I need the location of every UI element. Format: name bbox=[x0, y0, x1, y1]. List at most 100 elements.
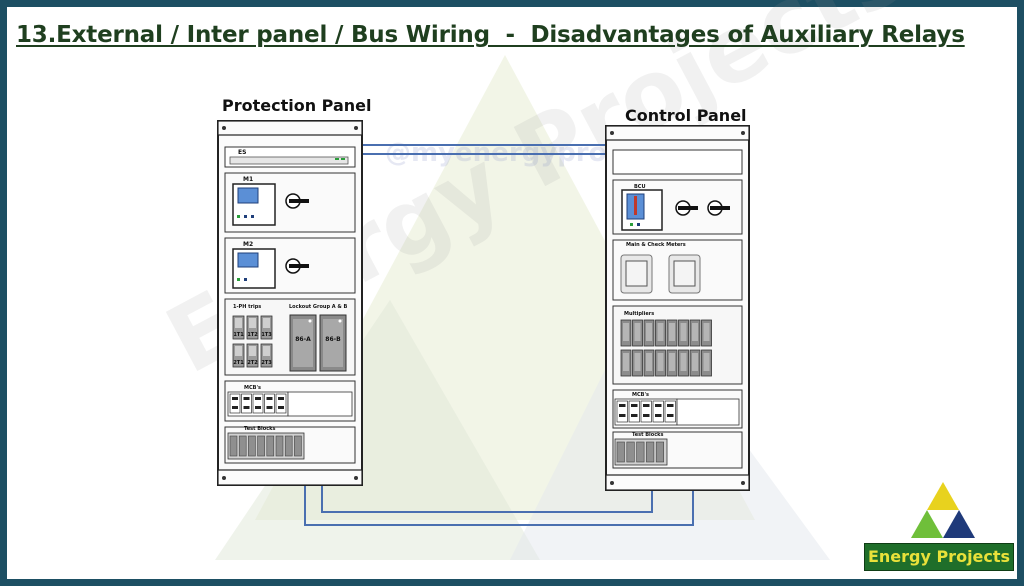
screw-icon bbox=[222, 476, 226, 480]
relay-window-icon bbox=[634, 353, 641, 371]
relay-window-icon bbox=[249, 318, 256, 328]
cp-test-block-units bbox=[614, 438, 668, 466]
relay-window-icon bbox=[263, 318, 270, 328]
es-label: ES bbox=[238, 149, 246, 156]
trip-relay-label: 1T1 bbox=[233, 332, 244, 338]
test-block-unit bbox=[257, 435, 265, 457]
mcb-toggle-icon bbox=[255, 406, 261, 409]
test-block-unit bbox=[238, 435, 247, 457]
relay-window-icon bbox=[657, 323, 664, 341]
status-led-icon bbox=[335, 158, 339, 160]
cp-mcb-units bbox=[616, 400, 676, 423]
mcb-unit bbox=[640, 400, 652, 423]
mcb-unit bbox=[652, 400, 664, 423]
energy-projects-logo bbox=[911, 482, 975, 538]
cp-test-blocks-label: Test Blocks bbox=[632, 432, 663, 438]
mcb-toggle-icon bbox=[619, 414, 626, 417]
bottom-wire-inner bbox=[321, 486, 653, 513]
trip-relay-label: 2T1 bbox=[233, 360, 244, 366]
relay-window-icon bbox=[669, 353, 675, 371]
protection-panel-bottom-rail bbox=[217, 469, 363, 486]
relay-window-icon bbox=[680, 353, 687, 371]
page-title: 13.External / Inter panel / Bus Wiring -… bbox=[16, 22, 965, 48]
mcb-label: MCB's bbox=[244, 385, 261, 391]
mcb-toggle-icon bbox=[655, 414, 662, 417]
relay-window-icon bbox=[235, 346, 242, 356]
meter-display-icon bbox=[673, 260, 696, 287]
mcb-unit bbox=[275, 393, 287, 414]
led-icon bbox=[237, 215, 240, 218]
logo-triangle-top-icon bbox=[927, 482, 959, 510]
meter-display-icon bbox=[625, 260, 648, 287]
protection-panel-title: Protection Panel bbox=[222, 96, 372, 115]
led-icon bbox=[244, 278, 247, 281]
test-block-unit bbox=[646, 441, 655, 463]
mcb-unit bbox=[241, 393, 252, 414]
relay-window-icon bbox=[646, 353, 652, 371]
mcb-toggle-icon bbox=[643, 404, 650, 407]
mcb-units bbox=[229, 393, 287, 414]
mcb-unit bbox=[252, 393, 264, 414]
mcb-toggle-icon bbox=[243, 406, 250, 409]
relay-window-icon bbox=[692, 353, 698, 371]
relay-window-icon bbox=[669, 323, 675, 341]
control-panel-bottom-rail bbox=[605, 474, 750, 491]
screw-icon bbox=[741, 131, 745, 135]
test-block-unit bbox=[275, 435, 284, 457]
screw-icon bbox=[610, 131, 614, 135]
mcb-toggle-icon bbox=[619, 404, 626, 407]
relay-window-icon bbox=[623, 353, 629, 371]
mcb-toggle-icon bbox=[667, 414, 674, 417]
relay-window-icon bbox=[249, 346, 256, 356]
lockout-led-icon bbox=[308, 319, 312, 323]
m1-label: M1 bbox=[243, 176, 253, 183]
relay-window-icon bbox=[646, 323, 652, 341]
mcb-unit bbox=[664, 400, 676, 423]
cp-mcb-label: MCB's bbox=[632, 392, 649, 398]
mcb-toggle-icon bbox=[232, 406, 238, 409]
protection-panel-top-rail bbox=[217, 120, 363, 136]
test-block-unit bbox=[229, 435, 238, 457]
screw-icon bbox=[354, 126, 358, 130]
test-block-unit bbox=[616, 441, 625, 463]
mcb-unit bbox=[229, 393, 241, 414]
lockout-face-icon bbox=[323, 319, 343, 367]
relay-screen-icon bbox=[237, 187, 259, 204]
multipliers-label: Multipliers bbox=[624, 311, 654, 317]
mcb-toggle-icon bbox=[278, 406, 284, 409]
trip-relay-label: 1T3 bbox=[261, 332, 272, 338]
led-icon bbox=[237, 278, 240, 281]
relay-screen-icon bbox=[237, 252, 259, 268]
mcb-toggle-icon bbox=[243, 397, 250, 400]
mcb-toggle-icon bbox=[266, 406, 273, 409]
lockout-relay-label: 86-A bbox=[295, 336, 311, 343]
screw-icon bbox=[222, 126, 226, 130]
switch-handle-icon bbox=[289, 199, 309, 203]
mcb-toggle-icon bbox=[667, 404, 674, 407]
test-block-unit bbox=[655, 441, 665, 463]
test-block-unit bbox=[266, 435, 275, 457]
led-icon bbox=[637, 223, 640, 226]
relay-window-icon bbox=[703, 323, 710, 341]
mcb-toggle-icon bbox=[255, 397, 261, 400]
bcu-mimic-icon bbox=[634, 196, 637, 215]
test-block-units bbox=[227, 432, 305, 460]
relay-window-icon bbox=[657, 353, 664, 371]
trip-relay-label: 2T3 bbox=[261, 360, 272, 366]
trips-label: 1-PH trips bbox=[233, 304, 261, 310]
mcb-toggle-icon bbox=[266, 397, 273, 400]
lockout-label: Lockout Group A & B bbox=[289, 304, 347, 310]
screw-icon bbox=[741, 481, 745, 485]
relay-window-icon bbox=[680, 323, 687, 341]
led-icon bbox=[630, 223, 633, 226]
mcb-unit bbox=[616, 400, 628, 423]
status-led-icon bbox=[341, 158, 345, 160]
test-blocks-label: Test Blocks bbox=[244, 426, 275, 432]
mcb-unit bbox=[628, 400, 640, 423]
test-block-unit bbox=[626, 441, 635, 463]
mcb-toggle-icon bbox=[278, 397, 284, 400]
bottom-wire-outer bbox=[304, 486, 694, 526]
mcb-toggle-icon bbox=[655, 404, 662, 407]
